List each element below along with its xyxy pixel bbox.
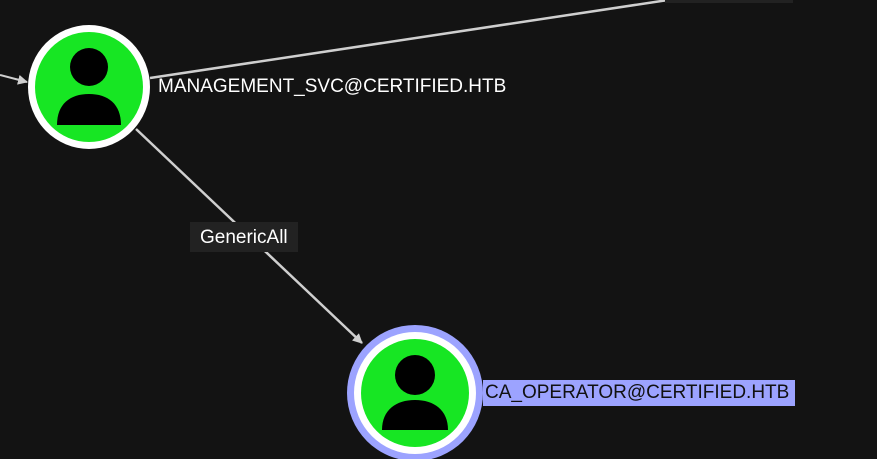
user-icon bbox=[382, 355, 448, 430]
edge-label[interactable]: GenericAll bbox=[190, 222, 298, 252]
offscreen-edge-label bbox=[665, 0, 793, 3]
node-ca-operator[interactable] bbox=[347, 325, 483, 459]
node-label-selected[interactable]: CA_OPERATOR@CERTIFIED.HTB bbox=[483, 380, 796, 406]
node-label[interactable]: MANAGEMENT_SVC@CERTIFIED.HTB bbox=[158, 76, 507, 97]
node-management-svc[interactable] bbox=[28, 25, 150, 149]
edge-outgoing-top[interactable] bbox=[149, 0, 669, 80]
user-icon bbox=[57, 48, 121, 125]
edge-incoming[interactable] bbox=[0, 74, 28, 85]
